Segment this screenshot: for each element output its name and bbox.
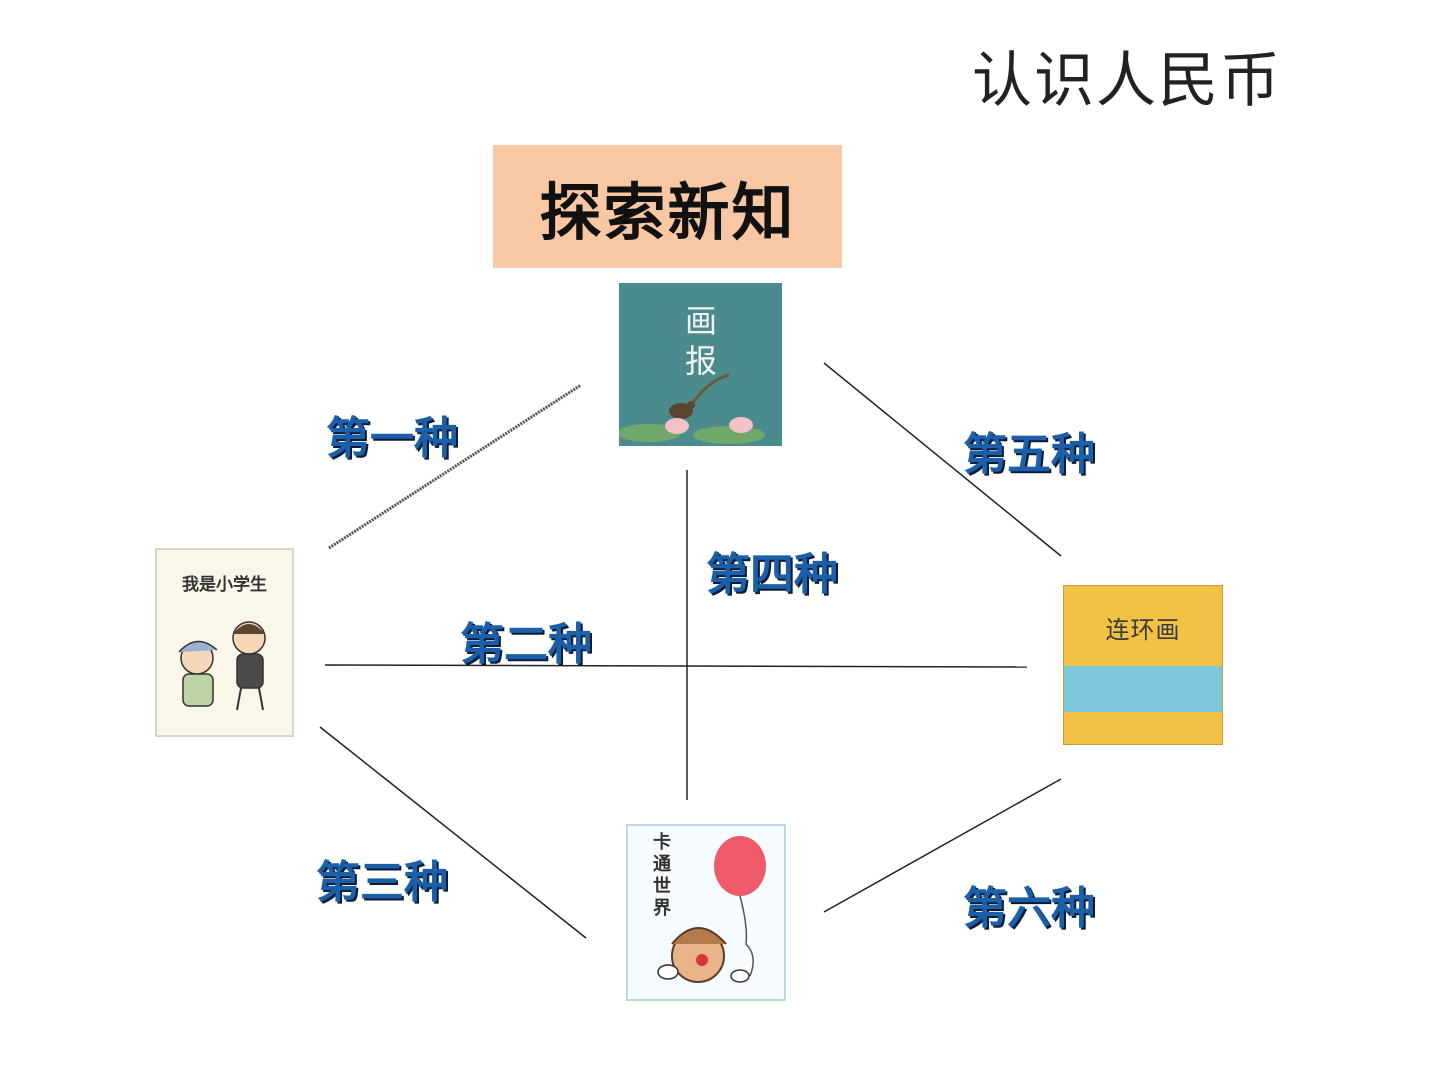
- line-left-right: [324, 664, 1028, 668]
- book-xuesheng: 我是小学生: [155, 548, 294, 737]
- topic-label: 探索新知: [539, 175, 796, 249]
- book-katong-title: 卡通世界: [653, 832, 671, 919]
- book-huabao: 画报: [619, 283, 782, 446]
- line-left-top: [328, 383, 582, 550]
- label-second-way: 第二种: [460, 619, 592, 670]
- label-sixth-way: 第六种: [963, 883, 1095, 934]
- line-left-bottom: [319, 726, 587, 939]
- label-fourth-way: 第四种: [706, 549, 838, 600]
- topic-box: 探索新知: [493, 145, 842, 268]
- label-third-way: 第三种: [316, 857, 448, 908]
- children-icon: [178, 621, 266, 711]
- label-first-way: 第一种: [326, 413, 458, 464]
- book-katong: 卡通世界: [626, 824, 786, 1001]
- lotus-bird-icon: [619, 373, 765, 444]
- book-xuesheng-title: 我是小学生: [182, 575, 267, 595]
- line-bottom-right: [823, 778, 1062, 913]
- book-lianhuan-band: [1064, 666, 1222, 712]
- book-lianhuan: 连环画: [1063, 585, 1223, 745]
- balloon-clown-icon: [657, 836, 766, 983]
- label-fifth-way: 第五种: [963, 429, 1095, 480]
- book-lianhuan-title: 连环画: [1105, 616, 1181, 644]
- line-top-right: [823, 362, 1062, 557]
- book-huabao-title: 画报: [684, 302, 717, 380]
- slide-title: 认识人民币: [972, 46, 1282, 116]
